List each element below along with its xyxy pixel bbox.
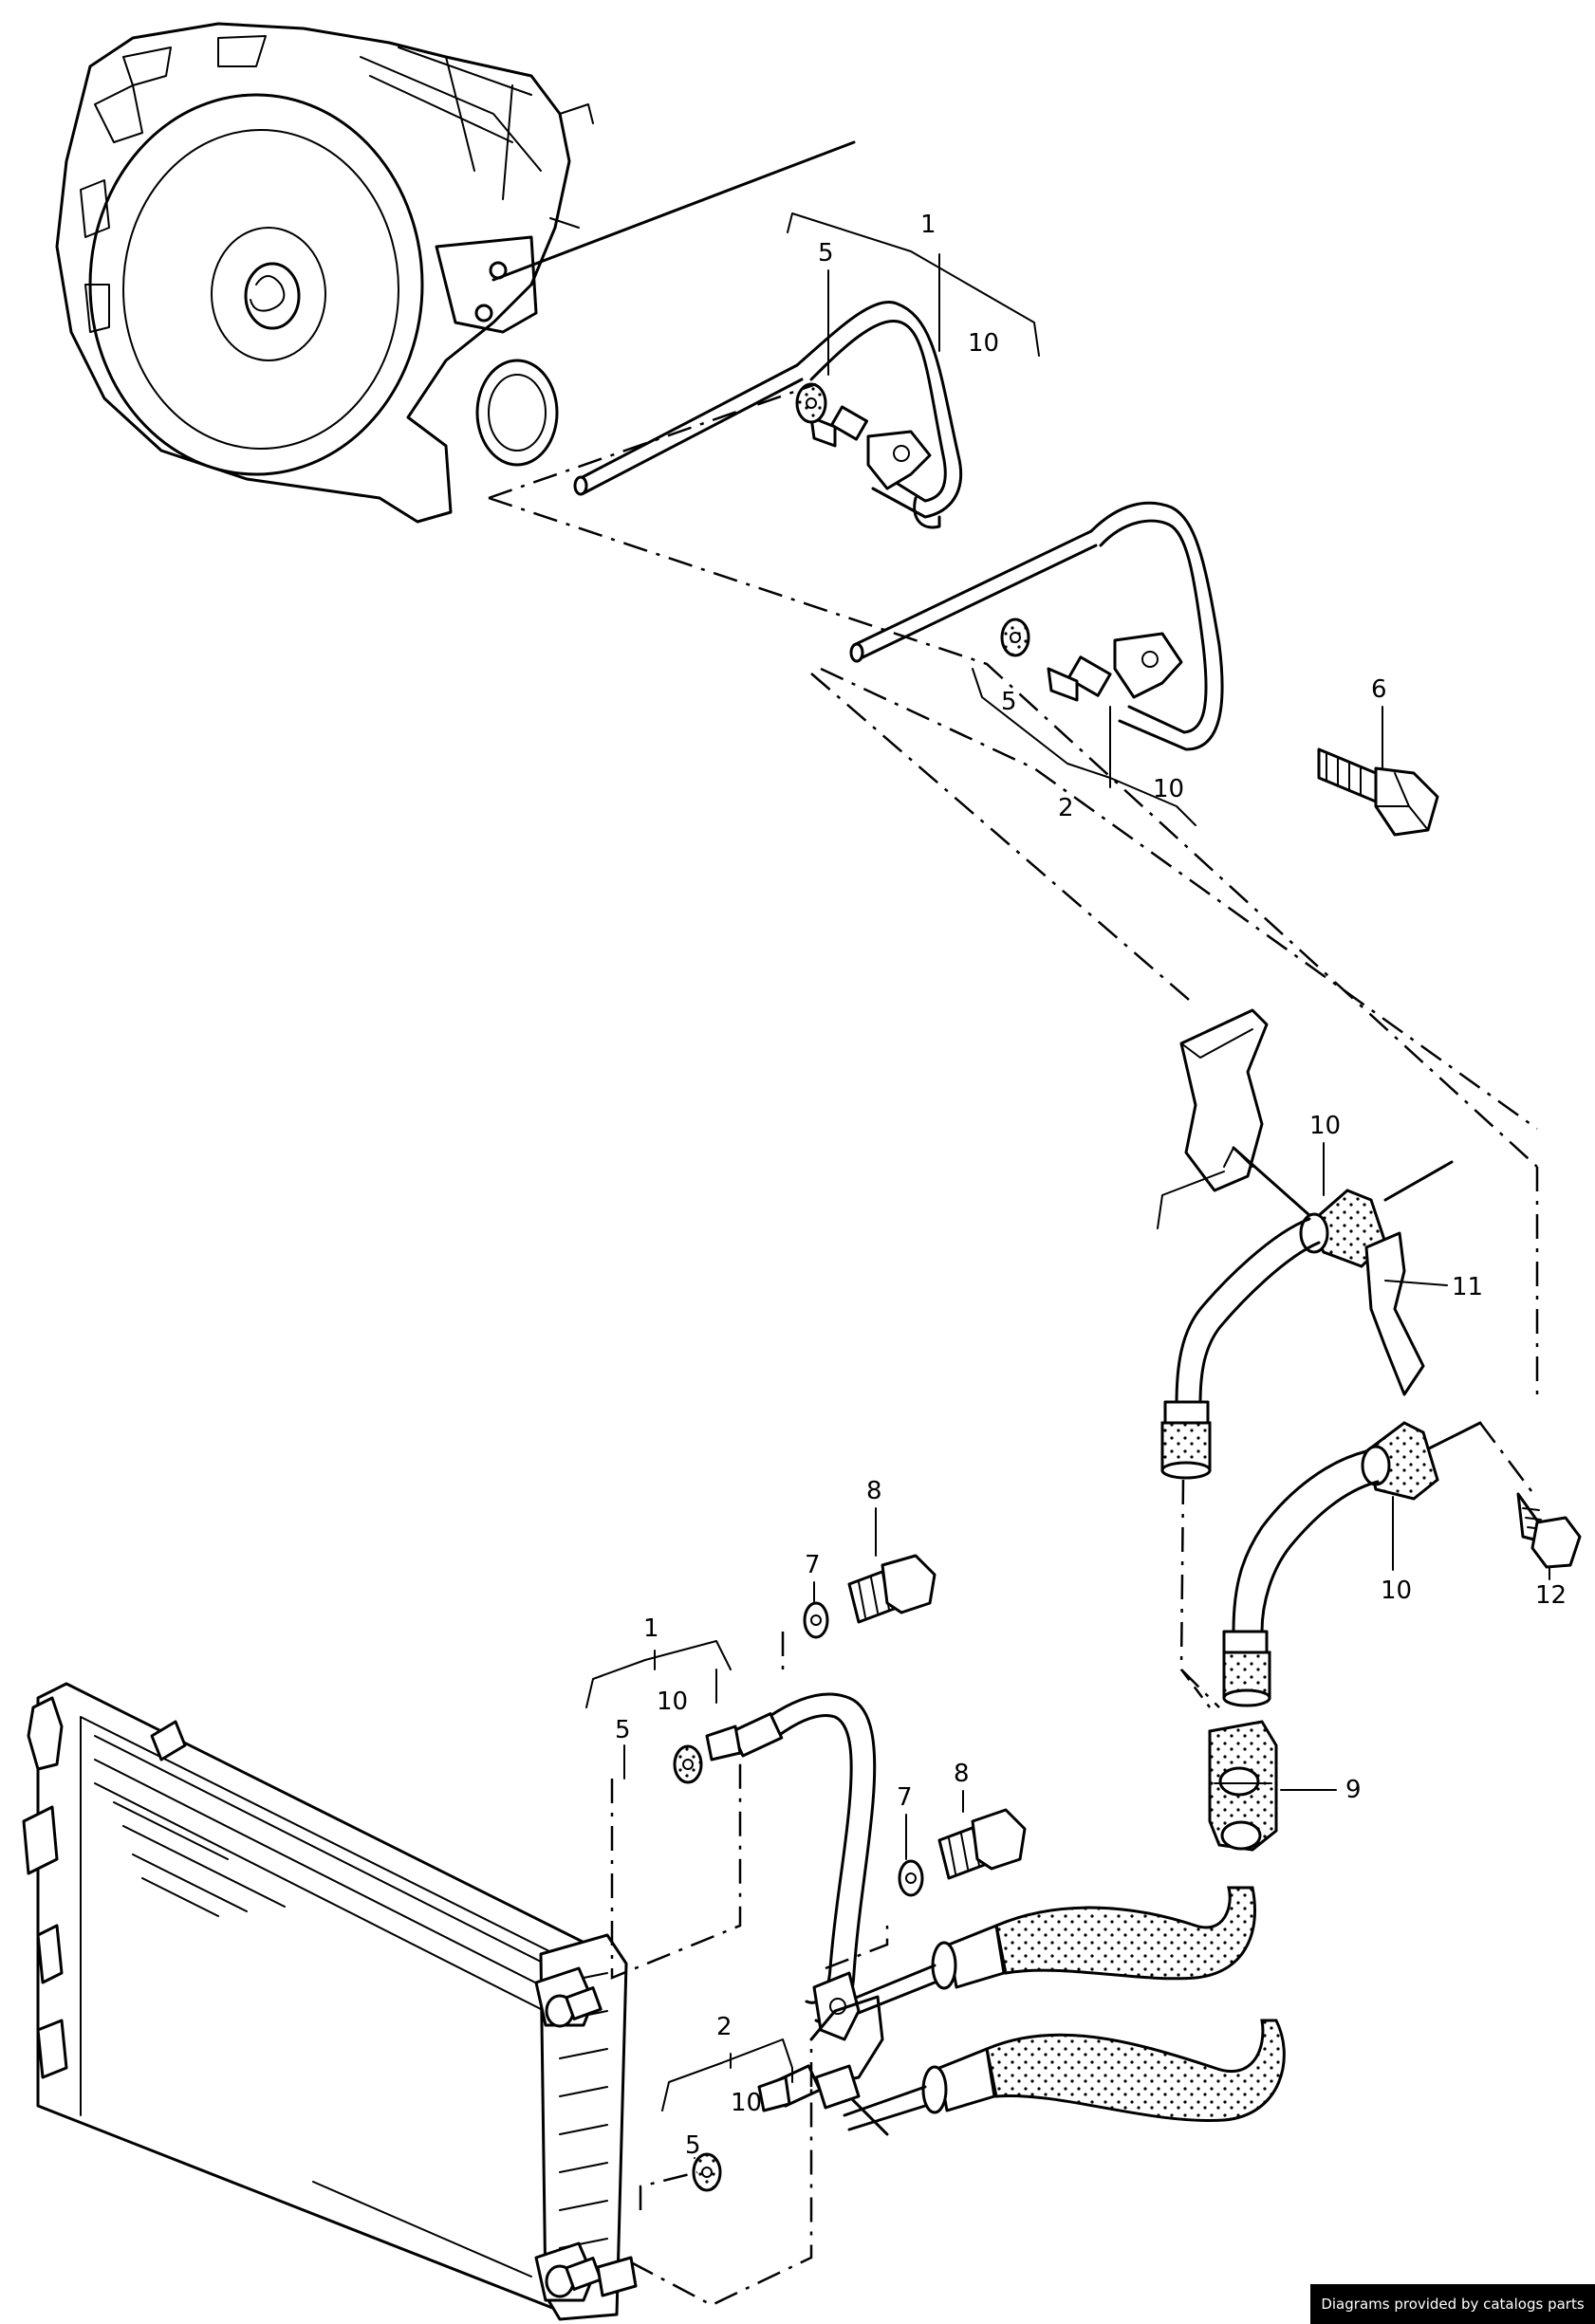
callout-6: 6 bbox=[1371, 675, 1387, 704]
callout-8-lower: 8 bbox=[954, 1760, 970, 1788]
pipe-assembly-lower-2 bbox=[692, 1995, 889, 2192]
credit-label: Diagrams provided by catalogs parts bbox=[1310, 2284, 1595, 2324]
callout-5-upper: 5 bbox=[818, 239, 834, 267]
coolant-hoses bbox=[833, 1886, 1286, 2131]
transmission-housing bbox=[55, 22, 594, 524]
callout-8-upper: 8 bbox=[866, 1477, 882, 1505]
callout-5-lower-bottom: 5 bbox=[685, 2131, 701, 2160]
hose-grommet-lower bbox=[1222, 1421, 1482, 1707]
clip-11 bbox=[1364, 1231, 1425, 1396]
washer-7-upper bbox=[803, 1601, 829, 1639]
callout-10-mid: 10 bbox=[1153, 775, 1184, 803]
callout-1-upper: 1 bbox=[920, 211, 937, 239]
hose-grommet-upper bbox=[1160, 1146, 1454, 1480]
callout-10-lower-bottom: 10 bbox=[731, 2089, 762, 2117]
callout-10-clip: 10 bbox=[1309, 1112, 1341, 1140]
pipe-assembly-upper-2 bbox=[849, 501, 1224, 751]
callout-11: 11 bbox=[1452, 1273, 1483, 1301]
pipe-assembly-lower-1 bbox=[673, 1692, 877, 2041]
banjo-bolt-8-lower bbox=[937, 1808, 1027, 1880]
callout-7-lower: 7 bbox=[897, 1783, 913, 1812]
callout-10-lower-left: 10 bbox=[657, 1688, 688, 1716]
washer-7-lower bbox=[898, 1859, 924, 1897]
radiator bbox=[22, 1682, 638, 2321]
callout-2-upper: 2 bbox=[1058, 794, 1074, 822]
bolt-12 bbox=[1516, 1492, 1582, 1569]
hose-junction-9 bbox=[1208, 1720, 1278, 1852]
pipe-assembly-upper-1 bbox=[491, 140, 963, 529]
banjo-bolt-8-upper bbox=[847, 1554, 937, 1624]
callout-1-lower: 1 bbox=[643, 1614, 659, 1643]
callout-2-lower: 2 bbox=[716, 2013, 733, 2041]
body-bracket bbox=[1157, 1008, 1269, 1229]
callout-5-mid: 5 bbox=[1001, 688, 1017, 716]
callout-7-upper: 7 bbox=[805, 1551, 821, 1579]
callout-9: 9 bbox=[1345, 1776, 1362, 1804]
callout-5-lower-upper: 5 bbox=[615, 1716, 631, 1744]
callout-10-lower-right: 10 bbox=[1381, 1577, 1412, 1605]
bolt-6 bbox=[1317, 747, 1439, 837]
callout-10-upper: 10 bbox=[968, 329, 999, 358]
callout-12: 12 bbox=[1535, 1581, 1567, 1610]
